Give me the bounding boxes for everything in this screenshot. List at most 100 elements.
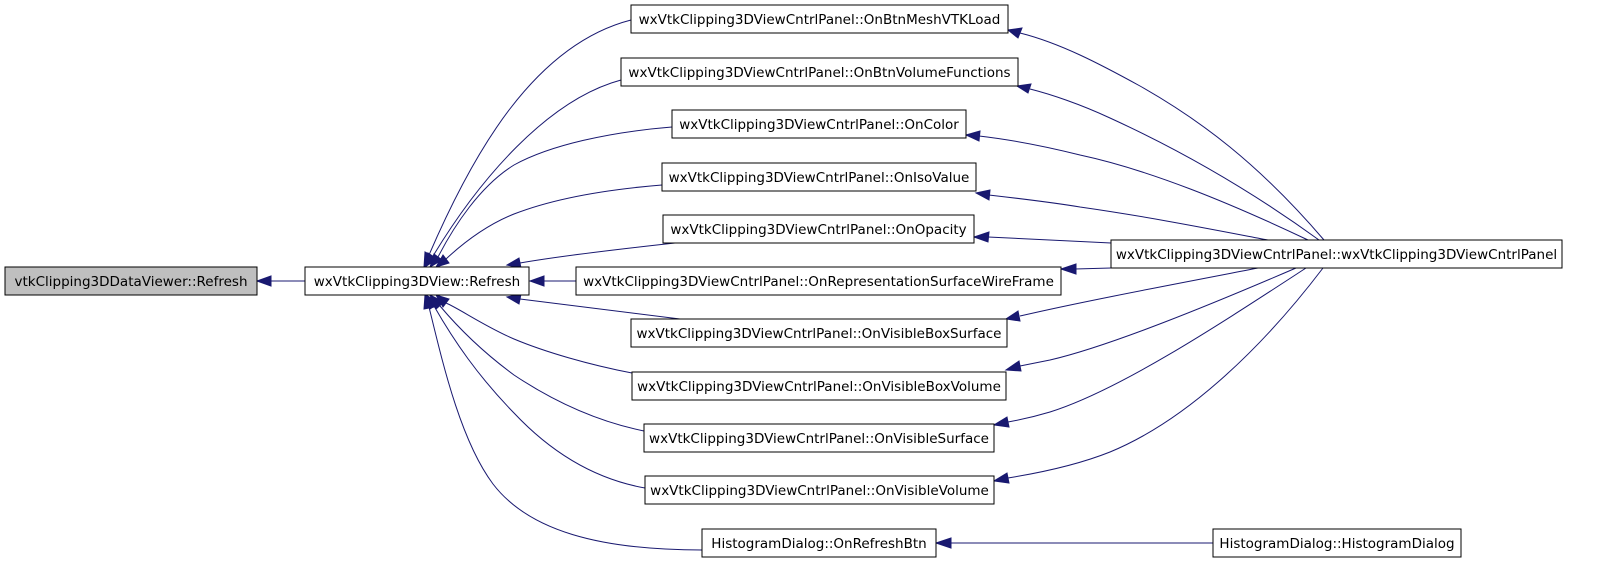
- edge-arrowhead: [934, 537, 952, 549]
- edge-line: [432, 79, 622, 257]
- node-box[interactable]: [631, 371, 1007, 401]
- node-n-visvol[interactable]: wxVtkClipping3DViewCntrlPanel::OnVisible…: [644, 475, 995, 505]
- edge-line: [1007, 267, 1324, 479]
- node-box[interactable]: [1110, 239, 1563, 269]
- node-box[interactable]: [4, 266, 258, 296]
- node-label: wxVtkClipping3DViewCntrlPanel::OnReprese…: [583, 274, 1054, 290]
- node-label: wxVtkClipping3DViewCntrlPanel::OnVisible…: [636, 326, 1001, 342]
- edge-n_vissurf-to-n_refresh_view: [429, 293, 645, 432]
- edge-arrowhead: [1004, 360, 1022, 372]
- edge-arrowhead: [992, 472, 1010, 484]
- edge-n_btnvol-to-n_refresh_view: [424, 79, 622, 269]
- edge-arrowhead: [255, 275, 272, 287]
- node-n-repr[interactable]: wxVtkClipping3DViewCntrlPanel::OnReprese…: [575, 266, 1062, 296]
- node-n-btnmesh[interactable]: wxVtkClipping3DViewCntrlPanel::OnBtnMesh…: [630, 4, 1009, 34]
- edge-line: [988, 194, 1269, 241]
- node-label: wxVtkClipping3DViewCntrlPanel::OnVisible…: [637, 379, 1001, 395]
- edge-n_opacity-to-n_refresh_view: [505, 242, 676, 269]
- edge-line: [428, 306, 703, 551]
- edge-line: [1019, 267, 1259, 317]
- node-n-histrefresh[interactable]: HistogramDialog::OnRefreshBtn: [701, 528, 937, 558]
- edge-line: [987, 236, 1112, 244]
- node-box[interactable]: [671, 109, 967, 139]
- node-label: wxVtkClipping3DViewCntrlPanel::OnVisible…: [650, 483, 989, 499]
- node-box[interactable]: [701, 528, 937, 558]
- edge-line: [439, 305, 645, 432]
- node-box[interactable]: [630, 318, 1008, 348]
- edge-line: [437, 126, 673, 258]
- edge-arrowhead: [972, 231, 990, 243]
- edge-n_color-to-n_refresh_view: [429, 126, 673, 269]
- edge-n_ctor-to-n_visboxsurf: [1004, 267, 1259, 322]
- edge-line: [428, 19, 632, 256]
- node-label: wxVtkClipping3DViewCntrlPanel::OnOpacity: [670, 222, 966, 238]
- node-label: wxVtkClipping3DView::Refresh: [314, 274, 520, 290]
- edge-n_visvol-to-n_refresh_view: [425, 293, 646, 489]
- node-n-histctor[interactable]: HistogramDialog::HistogramDialog: [1212, 528, 1462, 558]
- node-label: wxVtkClipping3DViewCntrlPanel::OnIsoValu…: [669, 170, 970, 186]
- edges-layer: [255, 19, 1325, 551]
- node-label: HistogramDialog::OnRefreshBtn: [711, 536, 926, 552]
- edge-n_ctor-to-n_visboxvol: [1004, 267, 1297, 372]
- node-n-ctor[interactable]: wxVtkClipping3DViewCntrlPanel::wxVtkClip…: [1110, 239, 1563, 269]
- edge-n_ctor-to-n_color: [964, 130, 1309, 241]
- edge-line: [1074, 267, 1112, 270]
- node-box[interactable]: [630, 4, 1009, 34]
- edge-n_ctor-to-n_btnvol: [1015, 83, 1320, 241]
- edge-arrowhead: [964, 130, 981, 142]
- node-box[interactable]: [575, 266, 1062, 296]
- edge-n_repr-to-n_refresh_view: [528, 275, 576, 287]
- edge-line: [445, 184, 663, 260]
- edge-n_histrefresh-to-n_refresh_view: [423, 293, 703, 551]
- node-n-iso[interactable]: wxVtkClipping3DViewCntrlPanel::OnIsoValu…: [661, 162, 977, 192]
- node-label: wxVtkClipping3DViewCntrlPanel::OnVisible…: [649, 431, 989, 447]
- edge-n_ctor-to-n_vissurf: [992, 267, 1307, 428]
- edge-n_ctor-to-n_visvol: [992, 267, 1324, 484]
- edge-arrowhead: [434, 254, 450, 268]
- node-n-visboxsurf[interactable]: wxVtkClipping3DViewCntrlPanel::OnVisible…: [630, 318, 1008, 348]
- edge-n_visboxsurf-to-n_refresh_view: [505, 293, 681, 320]
- edge-arrowhead: [1015, 83, 1032, 94]
- node-n-btnvol[interactable]: wxVtkClipping3DViewCntrlPanel::OnBtnVolu…: [620, 57, 1019, 87]
- node-n-refresh-view[interactable]: wxVtkClipping3DView::Refresh: [304, 266, 530, 296]
- edge-line: [519, 298, 681, 320]
- edge-arrowhead: [528, 275, 545, 287]
- node-box[interactable]: [304, 266, 530, 296]
- edge-line: [445, 302, 633, 374]
- node-n-color[interactable]: wxVtkClipping3DViewCntrlPanel::OnColor: [671, 109, 967, 139]
- edge-arrowhead: [429, 253, 443, 269]
- edge-line: [1007, 267, 1307, 423]
- edge-line: [1029, 88, 1320, 241]
- edge-arrowhead: [1004, 310, 1021, 322]
- node-n-visboxvol[interactable]: wxVtkClipping3DViewCntrlPanel::OnVisible…: [631, 371, 1007, 401]
- edge-n_ctor-to-n_btnmesh: [1006, 27, 1325, 241]
- node-n-refresh-dataviewer[interactable]: vtkClipping3DDataViewer::Refresh: [4, 266, 258, 296]
- node-label: vtkClipping3DDataViewer::Refresh: [15, 274, 248, 290]
- node-box[interactable]: [1212, 528, 1462, 558]
- edge-arrowhead: [1059, 263, 1077, 275]
- edge-arrowhead: [423, 293, 435, 310]
- node-box[interactable]: [644, 475, 995, 505]
- edge-line: [519, 242, 676, 264]
- node-box[interactable]: [643, 423, 995, 453]
- node-label: wxVtkClipping3DViewCntrlPanel::OnBtnMesh…: [639, 12, 1001, 28]
- node-n-vissurf[interactable]: wxVtkClipping3DViewCntrlPanel::OnVisible…: [643, 423, 995, 453]
- edge-n_ctor-to-n_repr: [1059, 263, 1112, 275]
- edge-n_ctor-to-n_opacity: [972, 231, 1112, 244]
- edge-n_btnmesh-to-n_refresh_view: [423, 19, 632, 269]
- node-box[interactable]: [662, 214, 975, 244]
- edge-n_histctor-to-n_histrefresh: [934, 537, 1213, 549]
- edge-line: [1019, 267, 1297, 367]
- node-box[interactable]: [620, 57, 1019, 87]
- edge-line: [978, 135, 1309, 241]
- edge-arrowhead: [992, 416, 1010, 428]
- node-label: HistogramDialog::HistogramDialog: [1219, 536, 1454, 552]
- edge-arrowhead: [1006, 27, 1023, 39]
- node-n-opacity[interactable]: wxVtkClipping3DViewCntrlPanel::OnOpacity: [662, 214, 975, 244]
- edge-n_iso-to-n_refresh_view: [434, 184, 663, 268]
- edge-line: [433, 305, 646, 489]
- node-label: wxVtkClipping3DViewCntrlPanel::OnBtnVolu…: [628, 65, 1010, 81]
- node-box[interactable]: [661, 162, 977, 192]
